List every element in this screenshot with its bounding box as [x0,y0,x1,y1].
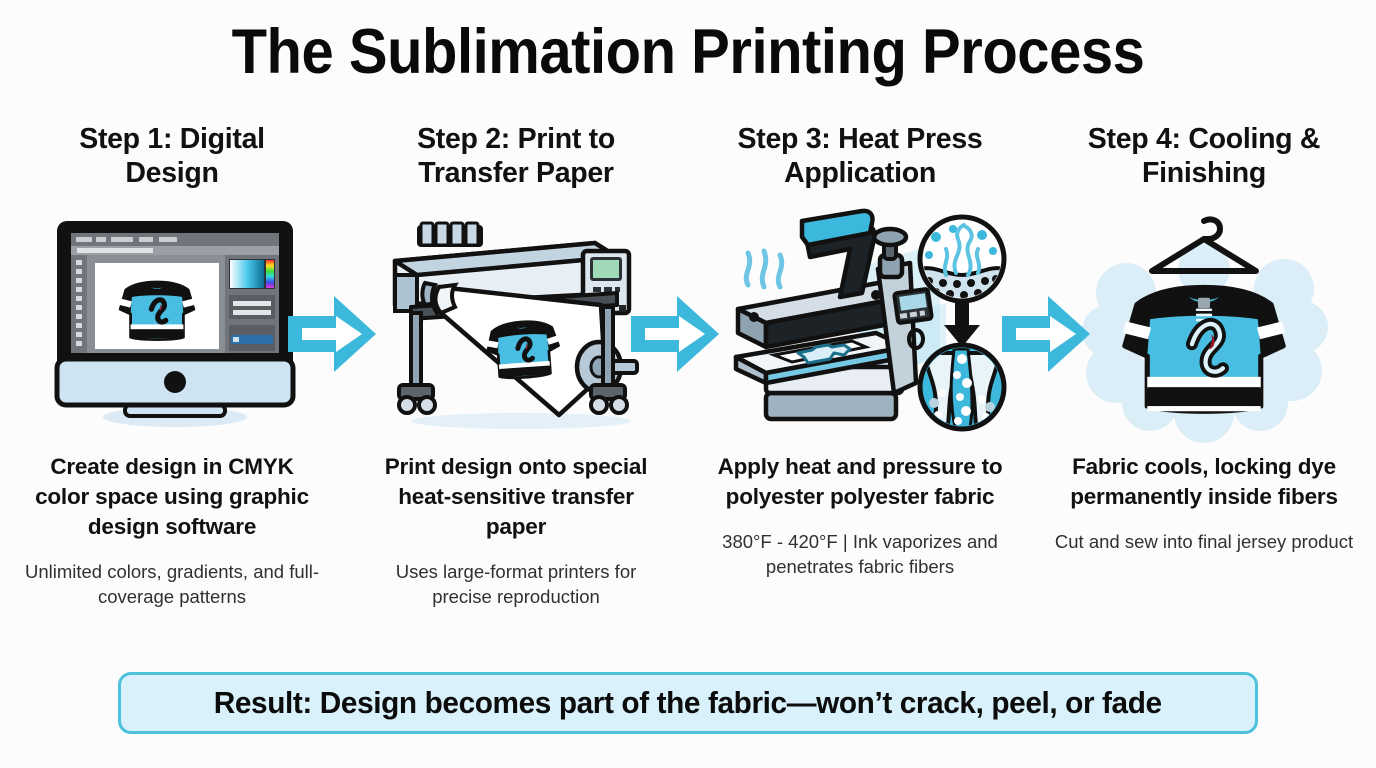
step-1-illustration [22,206,322,436]
inset-transition-arrow [944,303,980,348]
step-2-illustration [366,206,666,436]
step-column-3: Step 3: Heat Press Application [688,122,1032,652]
arrow-step3-to-step4 [1000,288,1092,380]
arrow-step1-to-step2 [286,288,378,380]
inset-ink-vaporization [917,214,1007,304]
step-1-heading: Step 1: Digital Design [79,123,265,190]
inset-dye-penetration [917,342,1007,432]
step-3-detail: 380°F - 420°F | Ink vaporizes and penetr… [722,531,998,577]
step-1-detail: Unlimited colors, gradients, and full-co… [24,561,320,607]
hanger-icon [1149,216,1259,275]
steps-container: Step 1: Digital Design [0,122,1376,652]
heat-wave-lines [743,248,785,290]
page-title: The Sublimation Printing Process [231,17,1145,87]
step-column-2: Step 2: Print to Transfer Paper [344,122,688,652]
desktop-monitor-icon [54,220,296,427]
result-banner: Result: Design becomes part of the fabri… [118,672,1258,734]
heat-press-with-science-insets [733,209,1007,432]
step-4-heading: Step 4: Cooling & Finishing [1087,123,1321,190]
step-3-heading: Step 3: Heat Press Application [737,123,983,190]
step-2-description: Print design onto special heat-sensitive… [384,454,648,540]
step-column-4: Step 4: Cooling & Finishing [1032,122,1376,652]
step-4-description: Fabric cools, locking dye permanently in… [1070,454,1338,510]
step-column-1: Step 1: Digital Design [0,122,344,652]
step-3-description: Apply heat and pressure to polyester pol… [717,454,1003,510]
step-2-detail: Uses large-format printers for precise r… [395,561,637,607]
arrow-step2-to-step3 [629,288,721,380]
step-3-illustration [710,206,1010,436]
large-format-printer-icon [392,221,639,429]
step-4-detail: Cut and sew into final jersey product [1054,531,1354,553]
step-1-description: Create design in CMYK color space using … [35,454,309,540]
step-2-heading: Step 2: Print to Transfer Paper [417,123,615,190]
result-banner-text: Result: Design becomes part of the fabri… [214,685,1162,720]
finished-jersey-on-hanger-icon [1082,216,1328,444]
step-4-illustration [1054,206,1354,444]
